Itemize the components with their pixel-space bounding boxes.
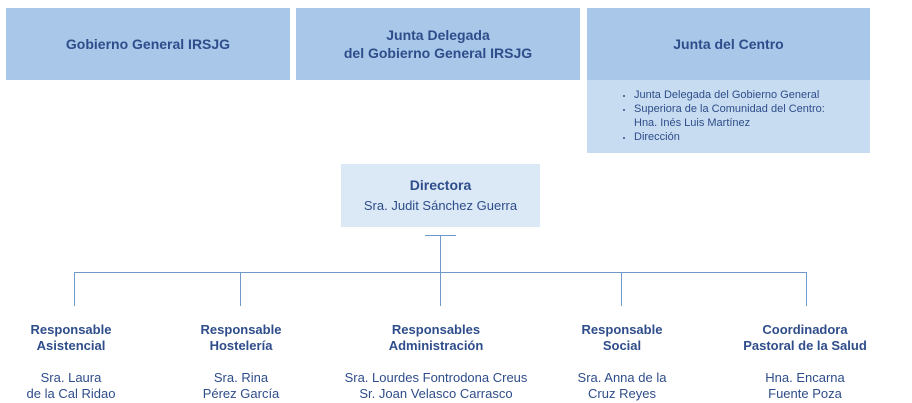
department-asistencial: Responsable Asistencial Sra. Laura de la… — [0, 322, 171, 402]
junta-delegada-box: Junta Delegada del Gobierno General IRSJ… — [296, 8, 580, 80]
department-title-line: Administración — [388, 338, 484, 353]
gobierno-general-title: Gobierno General IRSJG — [65, 36, 231, 52]
connector-drop — [621, 272, 622, 306]
connector-drop — [806, 272, 807, 306]
department-title-line: Social — [602, 338, 642, 353]
department-names: Sra. Lourdes Fontrodona Creus Sr. Joan V… — [336, 370, 536, 402]
department-name-line: Sr. Joan Velasco Carrasco — [359, 386, 513, 401]
department-name-line: Sra. Lourdes Fontrodona Creus — [344, 370, 528, 385]
junta-centro-member: Dirección — [634, 130, 862, 144]
department-name-line: Fuente Poza — [768, 386, 842, 401]
junta-delegada-title-line-2: del Gobierno General IRSJG — [343, 45, 533, 61]
department-names: Sra. Laura de la Cal Ridao — [0, 370, 171, 402]
department-social: Responsable Social Sra. Anna de la Cruz … — [522, 322, 722, 402]
department-name-line: Pérez García — [202, 386, 280, 401]
department-name-line: Sra. Laura — [40, 370, 102, 385]
department-title-line: Responsables — [391, 322, 481, 337]
department-title-line: Coordinadora — [762, 322, 848, 337]
department-names: Hna. Encarna Fuente Poza — [705, 370, 905, 402]
junta-centro-members-list: Junta Delegada del Gobierno General Supe… — [587, 80, 870, 153]
directora-title: Directora — [409, 177, 472, 193]
directora-name: Sra. Judit Sánchez Guerra — [363, 198, 518, 213]
junta-centro-member-continuation: Hna. Inés Luis Martínez — [634, 117, 751, 129]
department-names: Sra. Rina Pérez García — [141, 370, 341, 402]
department-title-line: Responsable — [581, 322, 663, 337]
junta-centro-member: Junta Delegada del Gobierno General — [634, 88, 862, 102]
department-name-line: Hna. Encarna — [765, 370, 845, 385]
department-name-line: Cruz Reyes — [588, 386, 656, 401]
department-title-line: Responsable — [200, 322, 282, 337]
connector-drop — [440, 272, 441, 306]
department-title: Responsable Social — [522, 322, 722, 354]
department-pastoral-salud: Coordinadora Pastoral de la Salud Hna. E… — [705, 322, 905, 402]
department-names: Sra. Anna de la Cruz Reyes — [522, 370, 722, 402]
department-name-line: Sra. Rina — [213, 370, 269, 385]
department-title-line: Hostelería — [209, 338, 273, 353]
department-name-line: Sra. Anna de la — [577, 370, 667, 385]
department-title: Responsable Hostelería — [141, 322, 341, 354]
junta-centro-box: Junta del Centro — [587, 8, 870, 80]
junta-delegada-title-line-1: Junta Delegada — [386, 27, 490, 43]
department-administracion: Responsables Administración Sra. Lourdes… — [336, 322, 536, 402]
connector-drop — [240, 272, 241, 306]
department-title-line: Asistencial — [36, 338, 106, 353]
department-title-line: Responsable — [30, 322, 112, 337]
connector-trunk — [440, 235, 441, 273]
junta-centro-title: Junta del Centro — [673, 36, 784, 52]
directora-box: Directora Sra. Judit Sánchez Guerra — [341, 164, 540, 227]
connector-drop — [74, 272, 75, 306]
department-title: Coordinadora Pastoral de la Salud — [705, 322, 905, 354]
department-title: Responsables Administración — [336, 322, 536, 354]
department-hosteleria: Responsable Hostelería Sra. Rina Pérez G… — [141, 322, 341, 402]
department-name-line: de la Cal Ridao — [26, 386, 116, 401]
department-title-line: Pastoral de la Salud — [743, 338, 867, 353]
junta-centro-member: Superiora de la Comunidad del Centro: — [634, 102, 862, 116]
department-title: Responsable Asistencial — [0, 322, 171, 354]
gobierno-general-box: Gobierno General IRSJG — [6, 8, 290, 80]
